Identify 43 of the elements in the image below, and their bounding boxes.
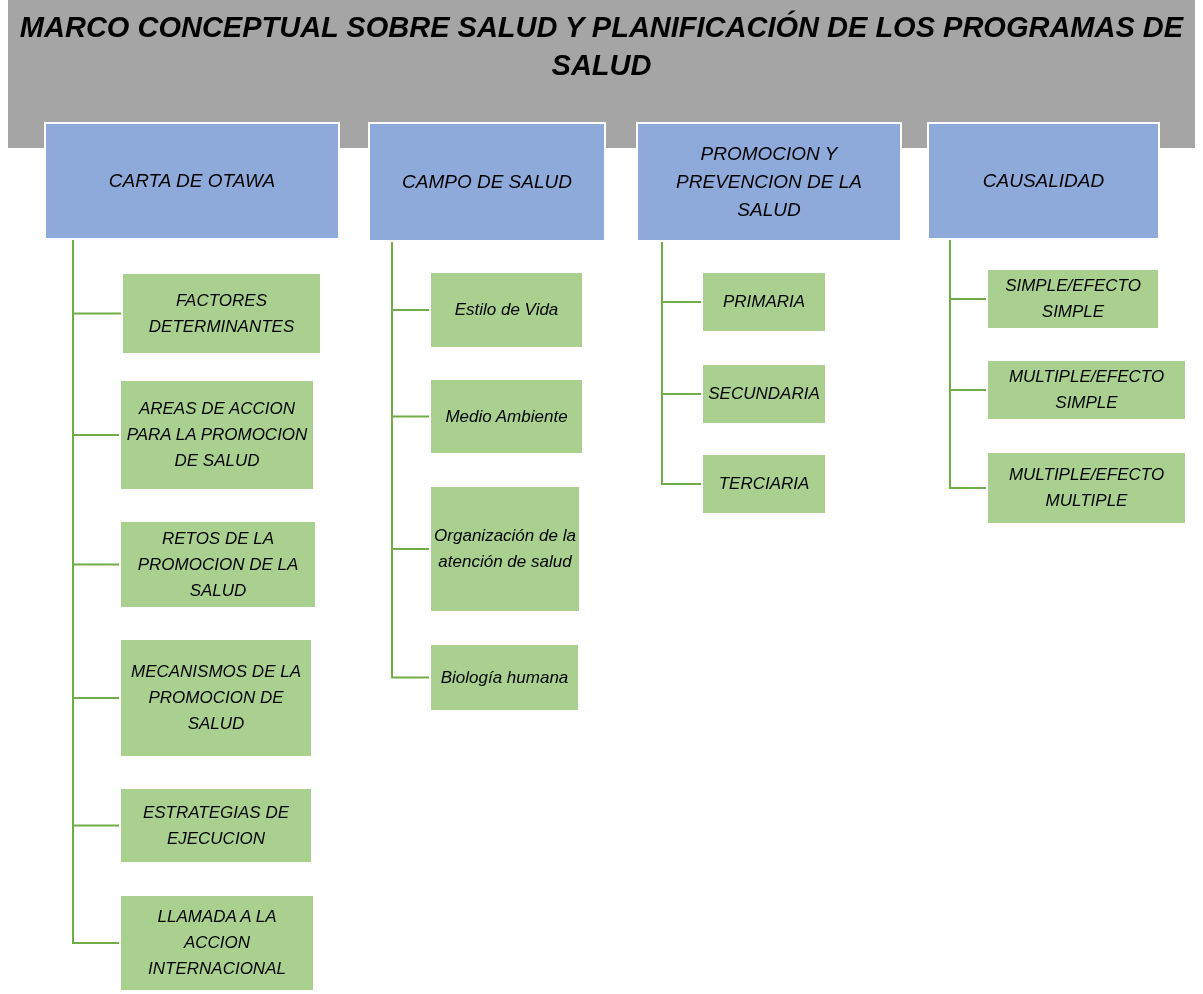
box-label: PROMOCION Y PREVENCION DE LA SALUD	[675, 142, 863, 222]
box-label: MULTIPLE/EFECTO MULTIPLE	[1007, 464, 1166, 512]
topic-box	[986, 268, 1160, 330]
topic-box	[119, 787, 313, 864]
box-label: CAMPO DE SALUD	[401, 170, 573, 194]
box-label: Estilo de Vida	[453, 299, 560, 321]
category-box	[368, 122, 606, 242]
box-label: PRIMARIA	[721, 291, 807, 313]
box-label: TERCIARIA	[717, 473, 811, 495]
category-box	[44, 122, 340, 240]
box-label: SECUNDARIA	[707, 383, 821, 405]
topic-box	[121, 272, 322, 355]
box-label: AREAS DE ACCION PARA LA PROMOCION DE SALUD	[125, 398, 309, 472]
box-label: LLAMADA A LA ACCION INTERNACIONAL	[147, 906, 287, 980]
box-label: Medio Ambiente	[444, 405, 569, 428]
category-box	[636, 122, 902, 242]
topic-box	[119, 894, 315, 992]
box-label: CAUSALIDAD	[981, 169, 1106, 193]
topic-box	[701, 363, 827, 425]
box-label: FACTORES DETERMINANTES	[147, 289, 296, 338]
topic-box	[429, 485, 581, 613]
box-label: SIMPLE/EFECTO SIMPLE	[1004, 275, 1142, 323]
topic-box	[986, 359, 1187, 421]
connector-line	[661, 241, 702, 485]
box-label: RETOS DE LA PROMOCION DE LA SALUD	[136, 527, 300, 602]
connector-line	[949, 239, 987, 489]
box-label: MULTIPLE/EFECTO SIMPLE	[1007, 366, 1166, 414]
topic-box	[119, 520, 317, 609]
topic-box	[701, 453, 827, 515]
topic-box	[119, 638, 313, 758]
box-label: ESTRATEGIAS DE EJECUCION	[141, 801, 291, 850]
topic-box	[986, 451, 1187, 525]
topic-box	[119, 379, 315, 491]
topic-box	[429, 271, 584, 349]
box-label: Biología humana	[439, 666, 570, 689]
box-label: MECANISMOS DE LA PROMOCION DE SALUD	[129, 661, 302, 735]
topic-box	[429, 643, 580, 712]
topic-box	[429, 378, 584, 455]
title-text: MARCO CONCEPTUAL SOBRE SALUD Y PLANIFICACIÓN DE LOS PROGRAMAS DE SALUD	[18, 9, 1185, 83]
box-label: Organización de la atención de salud	[433, 525, 577, 573]
box-label: CARTA DE OTAWA	[107, 169, 277, 193]
topic-box	[701, 271, 827, 333]
category-box	[927, 122, 1160, 240]
